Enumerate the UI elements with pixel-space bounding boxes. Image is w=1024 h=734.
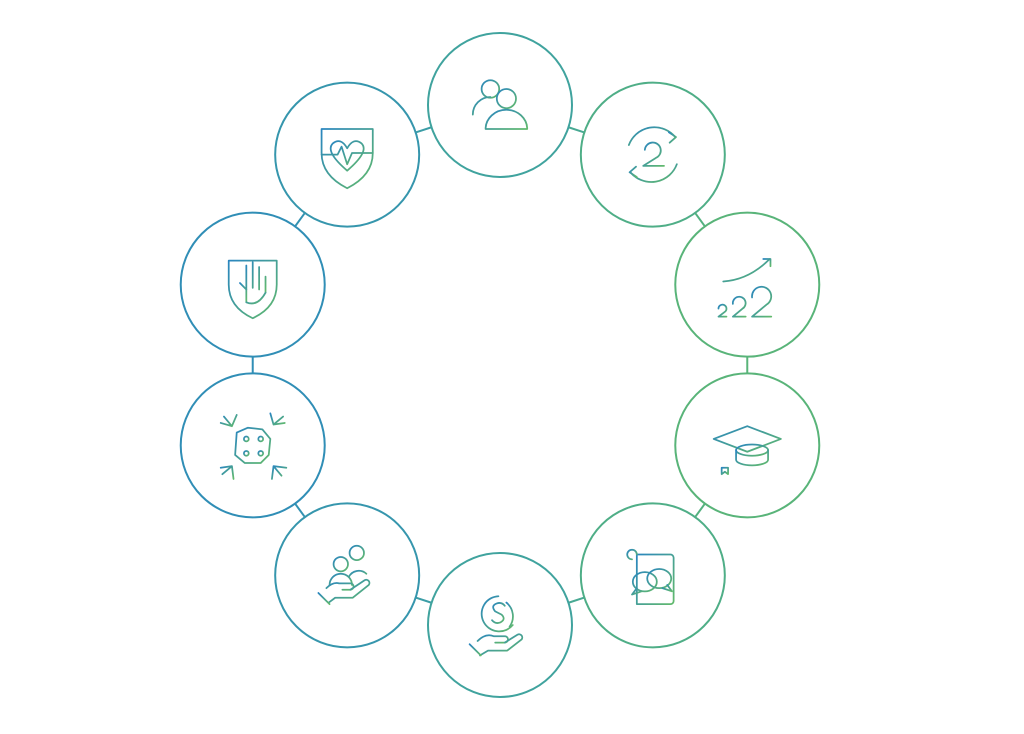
node-antibodies xyxy=(179,372,326,519)
people-in-hand-icon xyxy=(317,544,371,606)
node-protection xyxy=(179,211,326,358)
node-funding xyxy=(427,552,573,698)
money-hand-icon xyxy=(468,595,524,657)
node-growth xyxy=(674,211,821,358)
connector-line xyxy=(568,126,585,134)
connector-line xyxy=(568,596,585,604)
node-dialogue xyxy=(579,502,726,649)
connector-line xyxy=(415,126,432,134)
connector-line xyxy=(694,503,706,518)
node-circle xyxy=(274,81,421,228)
node-community-people xyxy=(427,32,573,178)
graduation-cap-icon xyxy=(712,425,782,476)
node-circle xyxy=(579,81,726,228)
node-care xyxy=(274,502,421,649)
people-icon xyxy=(471,79,529,130)
chat-document-icon xyxy=(626,548,675,606)
connector-ring xyxy=(251,126,749,604)
connector-line xyxy=(694,212,706,227)
connector-line xyxy=(294,212,306,227)
heart-shield-icon xyxy=(320,128,374,190)
node-ring xyxy=(179,32,821,698)
rotate-person-icon xyxy=(627,126,678,183)
node-education xyxy=(674,372,821,519)
node-circle xyxy=(179,372,326,519)
antibody-cell-icon xyxy=(219,412,288,480)
connector-line xyxy=(415,596,432,604)
node-circle xyxy=(674,211,821,358)
node-health xyxy=(274,81,421,228)
hand-shield-icon xyxy=(227,259,278,320)
connector-line xyxy=(294,503,306,518)
node-rotation xyxy=(579,81,726,228)
growth-people-icon xyxy=(717,258,773,318)
